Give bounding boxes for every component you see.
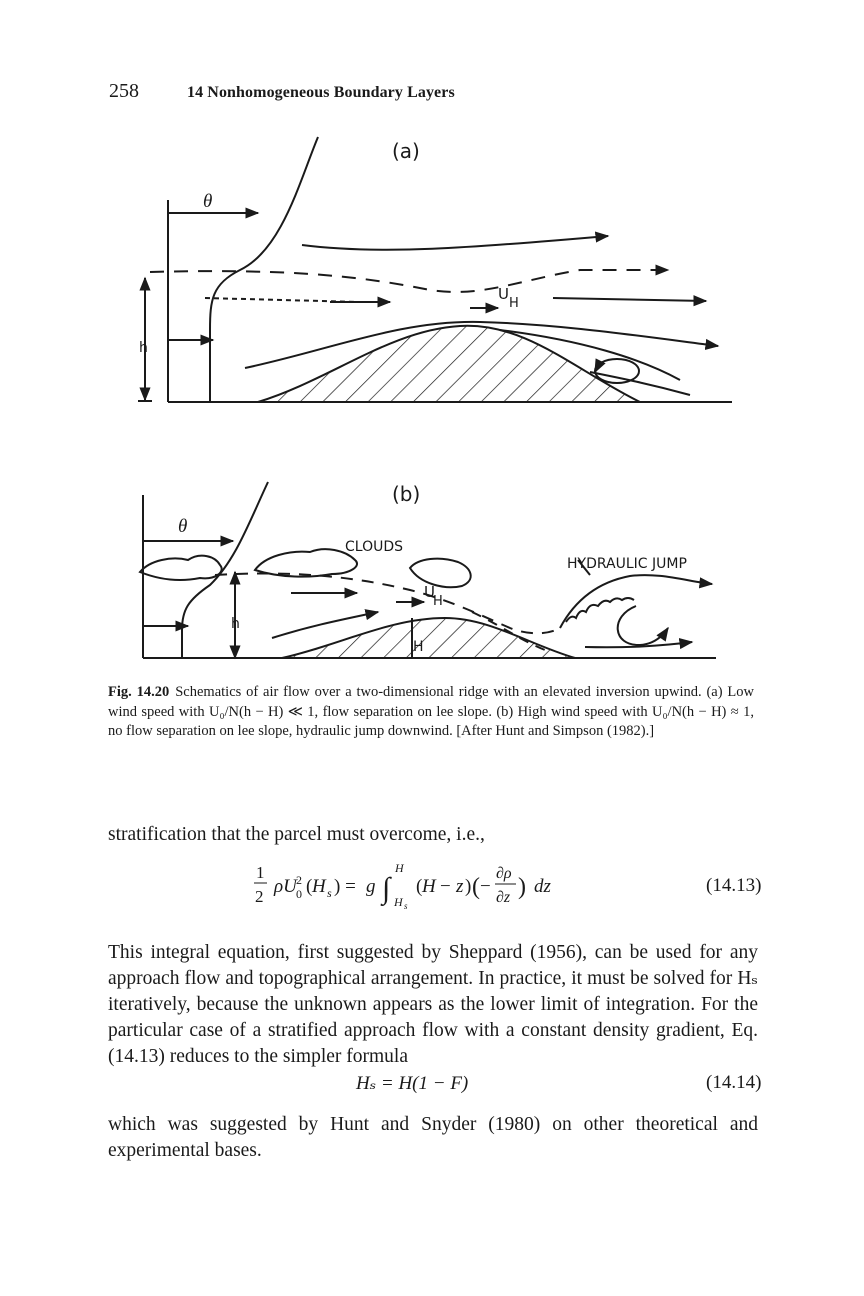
- svg-text:H: H: [394, 861, 405, 875]
- theta-label-b: θ: [178, 516, 187, 537]
- body-paragraph: This integral equation, first suggested …: [108, 940, 758, 1070]
- h-label-b: h: [231, 616, 240, 632]
- svg-text:0: 0: [296, 887, 302, 901]
- body-closing: which was suggested by Hunt and Snyder (…: [108, 1112, 758, 1164]
- hydraulic-jump-label: HYDRAULIC JUMP: [567, 556, 687, 572]
- svg-text:1: 1: [256, 863, 265, 882]
- H-label-b: H: [413, 639, 424, 655]
- ridge-a: [258, 326, 640, 402]
- caption-text: Schematics of air flow over a two-dimens…: [108, 684, 754, 739]
- svg-text:H: H: [311, 876, 327, 897]
- svg-text:2: 2: [255, 887, 264, 906]
- svg-text:∫: ∫: [380, 872, 392, 907]
- cloud-b3: [410, 559, 471, 588]
- svg-text:dz: dz: [534, 876, 552, 897]
- svg-text:): ): [518, 874, 526, 900]
- caption-label: Fig. 14.20: [108, 684, 169, 700]
- cloud-b1: [140, 556, 222, 580]
- svg-text:−: −: [480, 876, 491, 897]
- streamline-a3: [553, 298, 706, 301]
- svg-text:(: (: [472, 874, 480, 900]
- svg-text:z: z: [455, 876, 464, 897]
- eq2-number: (14.14): [706, 1072, 761, 1094]
- inversion-line-b: [215, 573, 560, 633]
- svg-text:H: H: [421, 876, 437, 897]
- uh-label-a: UH: [498, 285, 519, 311]
- hydraulic-jump-b: [560, 575, 712, 628]
- equation-14-13: 1 2 ρU 2 0 ( H s ) = g ∫ H H s ( H − z )…: [250, 858, 770, 918]
- panel-b-label: (b): [392, 482, 420, 506]
- svg-text:g: g: [366, 876, 376, 897]
- svg-text:∂z: ∂z: [496, 889, 511, 906]
- svg-text:) =: ) =: [334, 876, 356, 897]
- svg-text:∂ρ: ∂ρ: [496, 865, 512, 882]
- panel-b: (b) θ h CLOUDS HYDRAULIC JUMP: [140, 482, 716, 658]
- figure-14-20: (a) θ h UH (b): [0, 0, 864, 690]
- cloud-b2: [255, 549, 357, 576]
- svg-text:H: H: [393, 895, 404, 909]
- svg-text:s: s: [327, 886, 332, 900]
- inversion-line-a: [150, 270, 668, 292]
- svg-text:ρU: ρU: [273, 876, 298, 897]
- streamline-a1: [302, 236, 608, 250]
- panel-a: (a) θ h UH: [138, 137, 732, 402]
- h-label-a: h: [139, 340, 148, 356]
- eq1-number: (14.13): [706, 875, 761, 897]
- body-line-intro: stratification that the parcel must over…: [108, 822, 758, 848]
- theta-label-a: θ: [203, 191, 212, 212]
- eq2-formula: Hₛ = H(1 − F): [356, 1072, 468, 1095]
- svg-text:): ): [465, 876, 471, 897]
- separation-eddy-a: [595, 359, 639, 383]
- jump-eddy-b: [618, 606, 668, 645]
- panel-a-label: (a): [392, 139, 420, 163]
- theta-profile-a: [210, 137, 318, 402]
- svg-text:s: s: [404, 901, 408, 911]
- clouds-label: CLOUDS: [345, 539, 403, 555]
- svg-text:2: 2: [296, 873, 302, 887]
- svg-text:−: −: [440, 876, 451, 897]
